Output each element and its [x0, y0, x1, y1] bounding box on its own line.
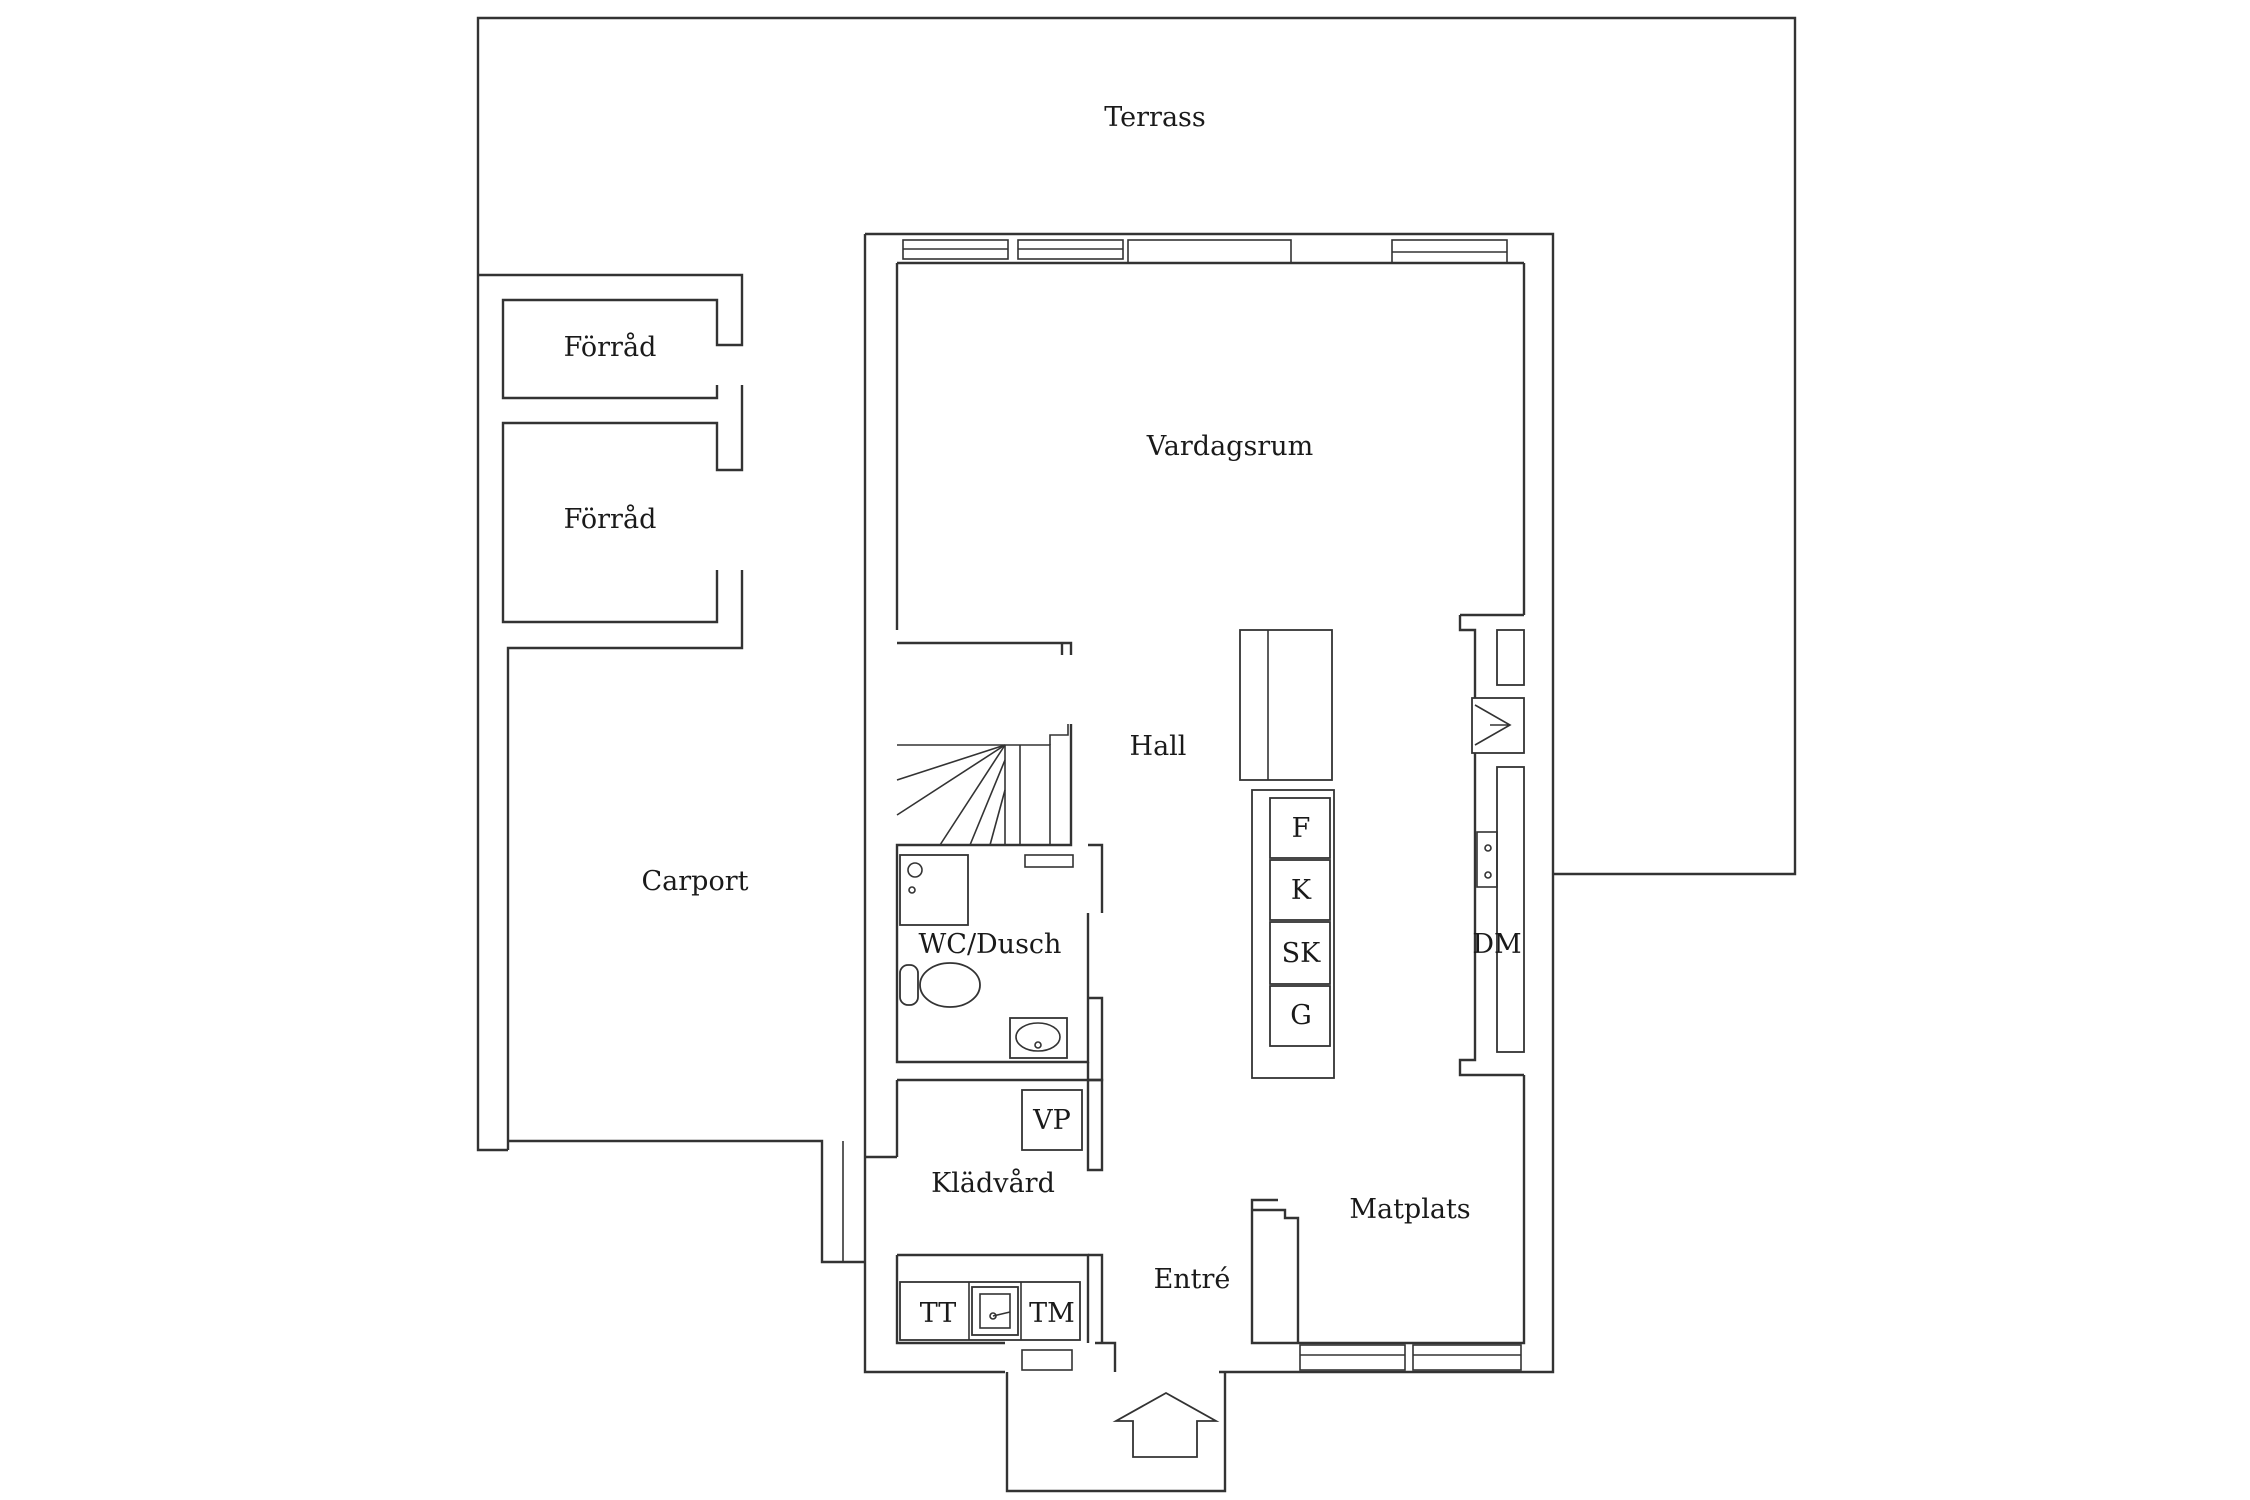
label-freezer: K [1291, 875, 1312, 906]
shower-icon [899, 854, 969, 926]
bathroom-fixtures [899, 854, 1074, 1059]
label-wc-dusch: WC/Dusch [919, 929, 1062, 960]
house-exterior [863, 232, 1555, 1374]
entrance-porch [1005, 1372, 1227, 1493]
label-terrass: Terrass [1104, 102, 1206, 133]
label-vardagsrum: Vardagsrum [1146, 431, 1313, 462]
room-labels: Terrass Förråd Förråd Vardagsrum Hall Ca… [564, 102, 1471, 1295]
label-fridge: F [1292, 813, 1311, 844]
label-forrad-1: Förråd [564, 331, 657, 363]
carport-boundary [508, 1139, 865, 1264]
interior-walls [895, 641, 1300, 1372]
bottom-windows [1021, 1344, 1522, 1371]
label-forrad-2: Förråd [564, 503, 657, 535]
stairs-icon [896, 724, 1069, 846]
label-washer: TM [1029, 1298, 1075, 1329]
terrace-outline [476, 16, 1797, 876]
label-heat-pump: VP [1032, 1105, 1071, 1136]
entrance-arrow-icon [1112, 1391, 1220, 1458]
laundry-appliances [899, 1089, 1083, 1341]
label-wardrobe: G [1290, 1000, 1312, 1031]
label-carport: Carport [642, 866, 749, 897]
label-cabinet: SK [1282, 938, 1321, 969]
toilet-icon [919, 962, 981, 1008]
label-kladvard: Klädvård [931, 1167, 1055, 1199]
storage-block [476, 273, 744, 1152]
kitchen-island [1239, 629, 1335, 1079]
label-entre: Entré [1154, 1264, 1231, 1295]
top-windows [902, 239, 1508, 264]
sink-icon [1009, 1017, 1068, 1059]
appliance-labels: F K SK G DM VP TT TM [920, 813, 1522, 1329]
kitchen-counter [1458, 613, 1525, 1077]
label-dishwasher: DM [1472, 929, 1521, 960]
label-matplats: Matplats [1349, 1194, 1470, 1225]
label-dryer: TT [920, 1298, 957, 1329]
label-hall: Hall [1130, 731, 1187, 762]
